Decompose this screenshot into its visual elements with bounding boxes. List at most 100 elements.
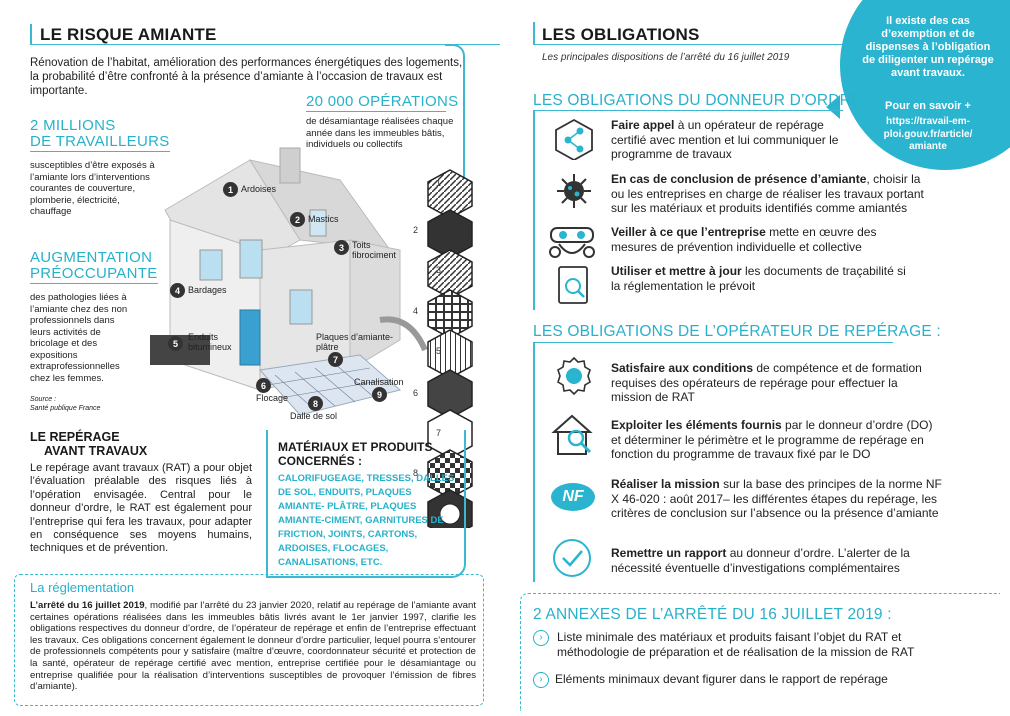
operateur-connector [533,342,535,582]
operateur-item-1-bold: Satisfaire aux conditions [611,361,754,375]
materials-title-line1: MATÉRIAUX ET PRODUITS [278,440,433,454]
virus-icon [557,174,591,208]
stat-increase-title: AUGMENTATION PRÉOCCUPANTE [30,250,158,284]
badge-8: 8 [308,396,323,411]
donneur-item-1-text: à un opérateur de repérage certifié avec… [611,118,839,161]
annex-item-2-text: Eléments minimaux devant figurer dans le… [555,672,888,687]
stat-increase-text: des pathologies liées à l’amiante chez d… [30,292,128,384]
rat-title: LE REPÉRAGE AVANT TRAVAUX [30,430,147,458]
operateur-item-4-text: au donneur d’ordre. L’alerter de la néce… [611,546,910,575]
badge-2: 2 [290,212,305,227]
label-flocage: Flocage [256,393,289,403]
house-label-5: 5 Enduits bitumineux [168,332,248,352]
donneur-connector [533,110,535,310]
operateur-item-4: Remettre un rapport au donneur d’ordre. … [611,546,941,575]
operateur-item-3: Réaliser la mission sur la base des prin… [611,477,946,521]
label-ardoises: Ardoises [241,183,277,194]
operateur-item-1-text: de compétence et de formation requises d… [611,361,922,404]
donneur-item-2-bold: En cas de conclusion de présence d’amian… [611,172,867,186]
operateur-item-2-text: par le donneur d’ordre (DO) et détermine… [611,418,933,461]
chevron-right-icon: › [533,672,549,688]
callout-text: Il existe des cas d’exemption et de disp… [862,15,994,79]
operateur-item-4-bold: Remettre un rapport [611,546,727,560]
hex-num-3: 3 [436,265,442,275]
hex-num-9: 9 [436,508,442,518]
materials-box [266,430,466,578]
donneur-item-4: Utiliser et mettre à jour les documents … [611,264,911,293]
label-bardages: Bardages [188,284,227,295]
badge-9: 9 [372,387,387,402]
rat-title-line2: AVANT TRAVAUX [44,444,148,458]
house-search-icon [551,414,593,455]
callout-link[interactable]: https://travail-em-ploi.gouv.fr/article/… [883,116,973,152]
stat-operations-title: 20 000 OPÉRATIONS [306,93,459,110]
badge-1: 1 [223,182,238,197]
hex-column [427,169,473,528]
hex-num-4: 4 [413,306,419,316]
left-title-box: LE RISQUE AMIANTE [30,22,500,45]
rat-text: Le repérage avant travaux (RAT) a pour o… [30,462,252,555]
donneur-item-2: En cas de conclusion de présence d’amian… [611,172,929,216]
badge-7: 7 [328,352,343,367]
source-text: Santé publique France [30,405,101,412]
label-enduits: Enduits bitumineux [188,332,232,352]
right-title-bar [533,22,535,44]
stat-increase-line1: AUGMENTATION [30,249,153,266]
connector-line [445,44,465,194]
donneur-item-4-text: les documents de traçabilité si la régle… [611,264,906,293]
donneur-item-1-bold: Faire appel [611,118,675,132]
annexes-heading: 2 ANNEXES DE L’ARRÊTÉ DU 16 JUILLET 2019… [533,606,892,623]
label-toits: Toits fibrociment [352,240,397,260]
materials-list: CALORIFUGEAGE, TRESSES, DALLES DE SOL, E… [278,473,455,568]
certificate-icon [557,356,591,396]
operateur-item-3-text: sur la base des principes de la norme NF… [611,477,942,520]
label-mastics: Mastics [308,213,339,224]
stat-operations-rule [306,111,446,112]
materials-title: MATÉRIAUX ET PRODUITS CONCERNÉS : [278,440,432,468]
mask-icon [549,227,595,258]
donneur-item-4-bold: Utiliser et mettre à jour [611,264,742,278]
regulation-body: , modifié par l’arrêté du 23 janvier 202… [30,600,476,693]
house-illustration [150,147,428,416]
share-icon [555,118,593,160]
regulation-bold: L’arrêté du 16 juillet 2019 [30,600,145,611]
donneur-item-3-text: mette en œuvre des mesures de prévention… [611,225,877,254]
materials-title-line2: CONCERNÉS : [278,454,363,468]
donneur-heading-rule [533,110,843,111]
hex-num-1: 1 [436,178,442,188]
right-title-underline [533,44,843,45]
stat-workers-line1: 2 MILLIONS [30,117,116,134]
annexes-box [520,593,1000,711]
operateur-item-2: Exploiter les éléments fournis par le do… [611,418,941,462]
left-title: LE RISQUE AMIANTE [40,25,217,44]
stat-workers-text: susceptibles d’être exposés à l’amiante … [30,160,155,217]
operateur-item-2-bold: Exploiter les éléments fournis [611,418,782,432]
label-canalisation: Canalisation [354,377,404,387]
hex-num-7: 7 [436,428,442,438]
title-accent-bar [30,24,32,44]
hex-num-5: 5 [436,346,442,356]
rat-title-line1: LE REPÉRAGE [30,430,120,444]
badge-3: 3 [334,240,349,255]
badge-5: 5 [168,336,183,351]
regulation-box [14,574,484,706]
hex-num-6: 6 [413,388,419,398]
donneur-item-1: Faire appel à un opérateur de repérage c… [611,118,856,162]
hex-num-8: 8 [413,468,419,478]
donneur-item-2-text: , choisir la ou les entreprises en charg… [611,172,924,215]
stat-workers-title: 2 MILLIONS DE TRAVAILLEURS [30,118,170,152]
document-search-icon [558,266,588,304]
callout-more: Pour en savoir + [885,100,971,112]
right-title: LES OBLIGATIONS [542,25,700,44]
nf-icon: NF [551,483,595,511]
operateur-item-1: Satisfaire aux conditions de compétence … [611,361,941,405]
hex-num-2: 2 [413,225,419,235]
operateur-heading: LES OBLIGATIONS DE L’OPÉRATEUR DE REPÉRA… [533,323,941,340]
chevron-right-icon: › [533,630,549,646]
operateur-item-3-bold: Réaliser la mission [611,477,720,491]
right-subtitle: Les principales dispositions de l’arrêté… [542,52,790,63]
